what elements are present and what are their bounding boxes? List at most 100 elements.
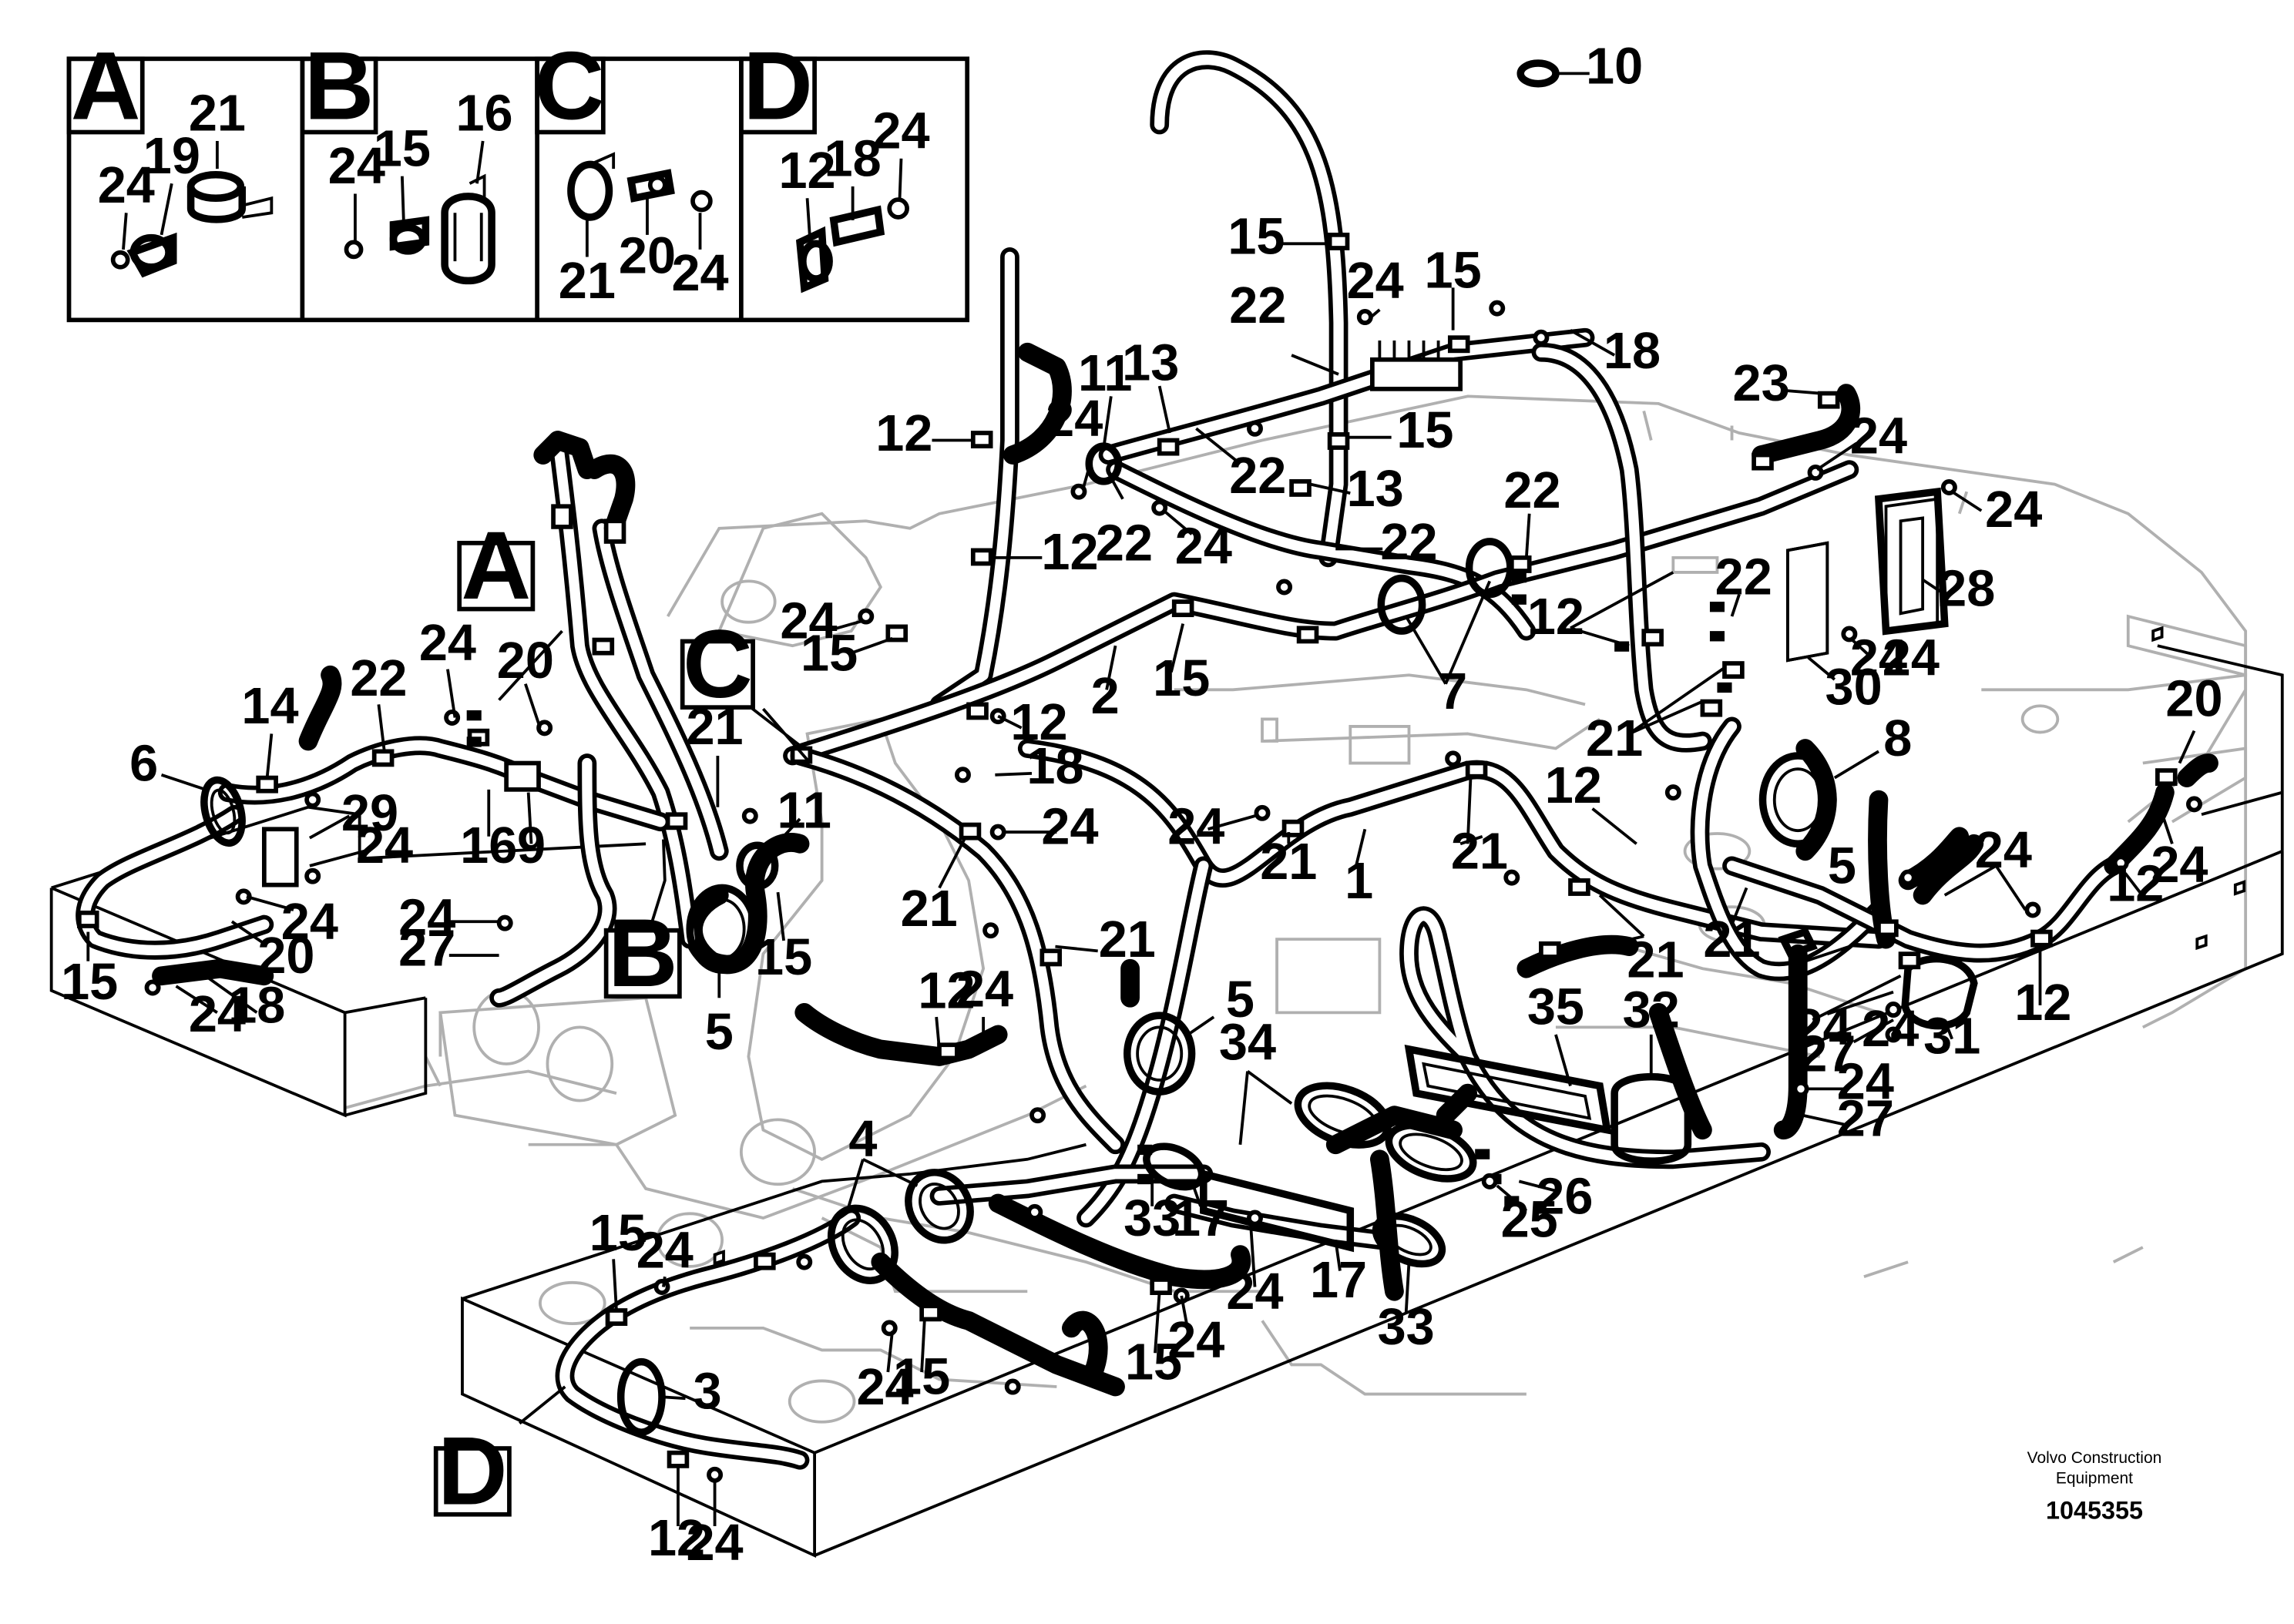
callout-24: 24 — [281, 894, 338, 951]
callout-24: 24 — [1837, 1054, 1894, 1111]
callout-15: 15 — [589, 1205, 647, 1262]
callout-15: 15 — [1125, 1334, 1182, 1391]
callout-22: 22 — [1503, 462, 1560, 519]
credit-block: Volvo Construction Equipment 1045355 — [2027, 1449, 2162, 1524]
callout-10: 10 — [1586, 39, 1643, 96]
callout-12: 12 — [2014, 975, 2071, 1032]
detail-box-letter-b: B — [304, 31, 374, 139]
callout-22: 22 — [1229, 448, 1286, 505]
view-markers: A B C D — [433, 511, 755, 1525]
callout-15: 15 — [61, 954, 118, 1011]
callout-24: 24 — [1041, 798, 1098, 855]
callout-12: 12 — [1545, 757, 1602, 814]
view-marker-c: C — [683, 609, 753, 718]
callout-24: 24 — [2151, 837, 2208, 894]
grommets-and-rings — [200, 59, 1978, 1436]
callout-24: 24 — [1850, 408, 1907, 465]
callout-24: 24 — [1862, 1001, 1919, 1058]
detail-d-part-12: 12 — [778, 143, 835, 200]
view-marker-a: A — [461, 511, 531, 619]
callout-22: 22 — [1229, 277, 1286, 334]
callout-12: 12 — [1527, 589, 1584, 646]
base-platforms — [49, 497, 2284, 1559]
callout-12: 12 — [918, 963, 975, 1020]
callout-24: 24 — [398, 889, 455, 946]
callout-9: 9 — [517, 817, 546, 874]
callout-25: 25 — [1501, 1192, 1558, 1249]
callout-15: 15 — [1153, 650, 1210, 707]
callout-15: 15 — [801, 626, 858, 683]
callout-12: 12 — [648, 1510, 705, 1567]
detail-c-part-24: 24 — [671, 245, 728, 302]
detail-box-frame — [66, 56, 970, 323]
detail-b-part-15: 15 — [374, 120, 431, 177]
detail-boxes: A B C D 21 19 24 16 24 15 — [66, 31, 970, 323]
callout-28: 28 — [1938, 561, 1995, 618]
callout-18: 18 — [1604, 323, 1661, 380]
detail-b-part-24: 24 — [328, 138, 385, 195]
clamp-b-icon — [344, 173, 495, 284]
callout-4: 4 — [848, 1111, 877, 1168]
callout-27: 27 — [1799, 1026, 1856, 1083]
callout-21: 21 — [1627, 932, 1684, 989]
callout-18: 18 — [228, 978, 285, 1035]
callout-12: 12 — [875, 405, 932, 462]
callout-24: 24 — [1167, 798, 1224, 855]
drawing-number: 1045355 — [2046, 1496, 2143, 1524]
callout-24: 24 — [780, 593, 837, 650]
callout-15: 15 — [1396, 402, 1453, 459]
callout-22: 22 — [350, 650, 407, 707]
callout-15: 15 — [1425, 242, 1482, 299]
callout-15: 15 — [1228, 209, 1285, 266]
callout-12: 12 — [1041, 524, 1098, 581]
callout-2: 2 — [1091, 668, 1120, 725]
callout-24: 24 — [636, 1223, 694, 1280]
callout-13: 13 — [1347, 461, 1404, 518]
clamp-c-icon — [567, 152, 713, 221]
callout-24: 24 — [956, 961, 1013, 1018]
callout-3: 3 — [694, 1364, 722, 1421]
company-name-line1: Volvo Construction — [2027, 1449, 2162, 1467]
detail-a-part-21: 21 — [189, 86, 246, 143]
detail-c-part-21: 21 — [559, 253, 616, 310]
detail-box-letter-a: A — [71, 31, 141, 139]
callout-1: 1 — [1345, 853, 1373, 910]
callout-13: 13 — [1122, 334, 1179, 391]
detail-box-letter-d: D — [743, 31, 813, 139]
callout-5: 5 — [1828, 838, 1856, 895]
callout-11: 11 — [778, 782, 831, 839]
callout-27: 27 — [1837, 1090, 1894, 1147]
company-name-line2: Equipment — [2056, 1470, 2133, 1488]
callout-11: 11 — [1078, 345, 1132, 402]
view-marker-b: B — [608, 898, 678, 1007]
callout-23: 23 — [1733, 355, 1790, 412]
callout-26: 26 — [1536, 1168, 1593, 1225]
callout-12: 12 — [2107, 856, 2164, 913]
callout-24: 24 — [1985, 481, 2042, 539]
view-marker-d: D — [438, 1416, 508, 1525]
callout-18: 18 — [1026, 738, 1083, 795]
callout-24: 24 — [1795, 999, 1852, 1056]
callout-5: 5 — [1226, 971, 1254, 1028]
detail-b-part-16: 16 — [455, 86, 512, 143]
callout-33: 33 — [1123, 1190, 1181, 1247]
callout-21: 21 — [1451, 824, 1508, 881]
callout-24: 24 — [856, 1359, 913, 1416]
callout-12: 12 — [1010, 694, 1067, 751]
callout-24: 24 — [1046, 391, 1103, 448]
detail-c-part-20: 20 — [619, 227, 676, 284]
callout-32: 32 — [1623, 981, 1680, 1038]
callout-22: 22 — [1096, 515, 1153, 572]
callout-15: 15 — [893, 1349, 950, 1406]
callout-24: 24 — [1975, 822, 2032, 879]
callout-21: 21 — [1260, 834, 1317, 891]
callout-17: 17 — [1172, 1190, 1229, 1247]
callout-30: 30 — [1825, 659, 1883, 716]
clamp-d-icon — [795, 197, 909, 294]
callout-24: 24 — [189, 986, 246, 1043]
callout-numbers: 10 15 24 15 18 22 15 23 24 11 13 24 22 1… — [61, 39, 2222, 1572]
callout-24: 24 — [1226, 1263, 1283, 1320]
detail-a-part-19: 19 — [143, 128, 200, 185]
